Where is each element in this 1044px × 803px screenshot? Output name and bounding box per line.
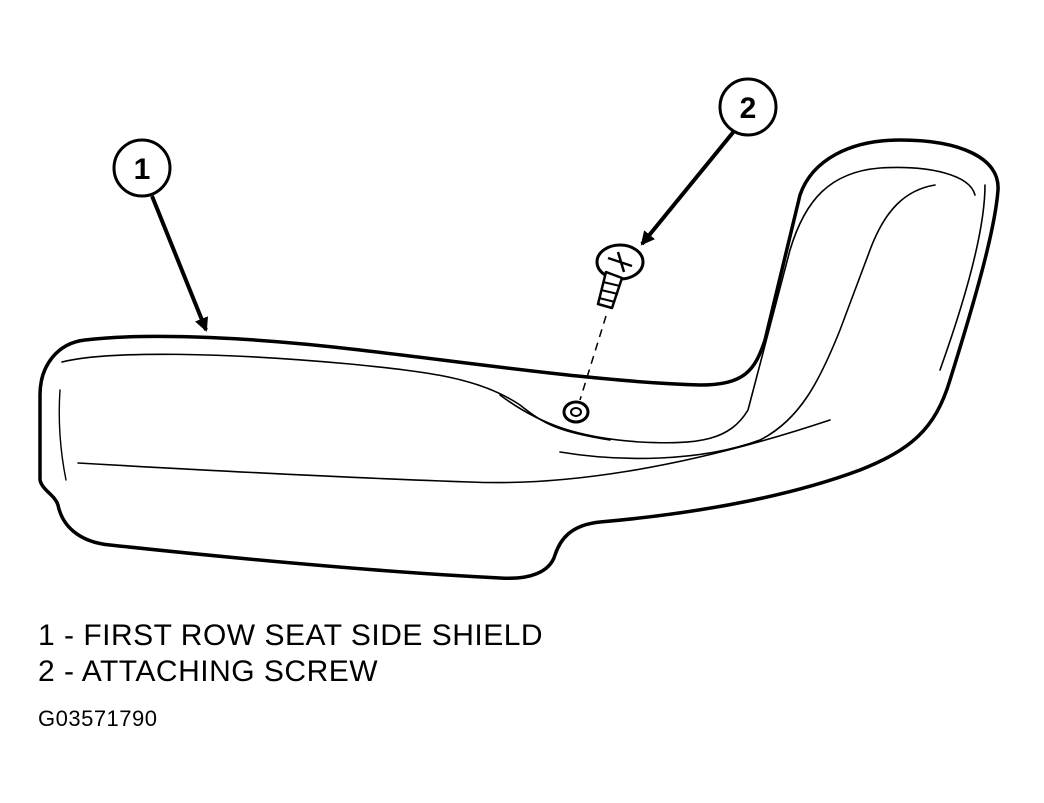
seat-side-shield xyxy=(38,138,1000,581)
shield-top-bevel xyxy=(61,353,611,441)
shield-right-edge-shadow xyxy=(939,184,986,371)
callout-2-leader-arrow xyxy=(640,128,737,246)
screw-alignment-line xyxy=(579,315,607,401)
callout-1: 1 xyxy=(112,138,172,198)
shield-arm-outer-contour xyxy=(559,184,936,460)
legend-item-1: 1 - FIRST ROW SEAT SIDE SHIELD xyxy=(38,619,544,652)
screw-hole xyxy=(562,400,590,424)
callout-1-leader-arrow xyxy=(150,195,209,332)
figure-id: G03571790 xyxy=(38,706,158,731)
callout-2: 2 xyxy=(718,77,778,137)
callout-1-number: 1 xyxy=(134,153,151,186)
shield-lower-line xyxy=(469,419,831,484)
shield-front-curve xyxy=(58,389,67,481)
legend: 1 - FIRST ROW SEAT SIDE SHIELD 2 - ATTAC… xyxy=(38,618,543,690)
legend-item-2: 2 - ATTACHING SCREW xyxy=(38,655,379,688)
shield-outer-outline xyxy=(38,138,1000,581)
screw-head-recess xyxy=(607,251,633,273)
screw-threads xyxy=(598,281,621,303)
attaching-screw xyxy=(595,243,645,310)
shield-arm-inner-contour xyxy=(499,166,976,444)
shield-mid-line xyxy=(77,462,471,483)
callout-2-number: 2 xyxy=(740,92,757,125)
